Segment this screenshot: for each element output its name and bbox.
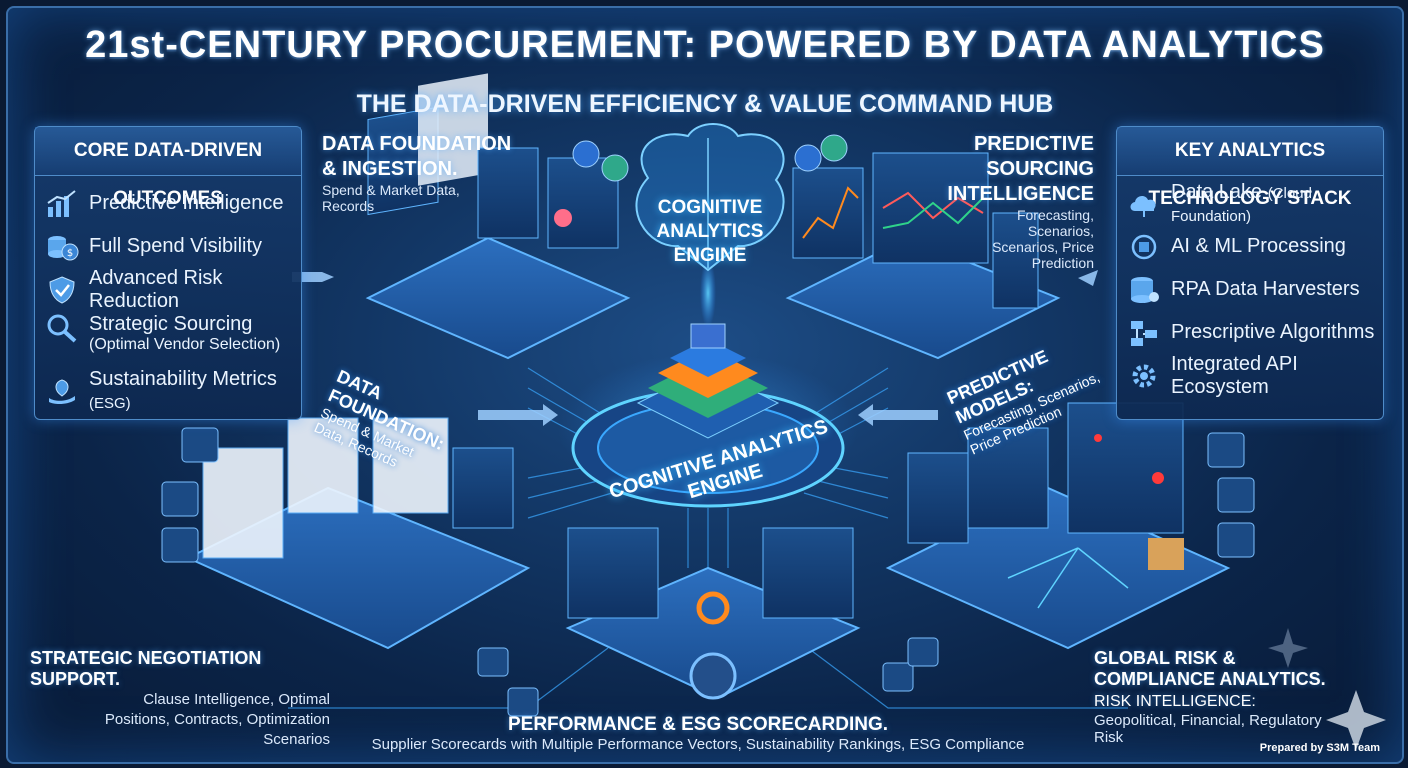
star-watermark [1326,690,1386,750]
stack-label: AI & ML Processing [1171,235,1346,257]
stack-note: (Cloud Foundation) [1171,184,1312,225]
negotiation-title: STRATEGIC NEGOTIATION SUPPORT. [30,648,262,689]
data-foundation-label: DATA FOUNDATION & INGESTION. Spend & Mar… [322,132,512,214]
gear-icon [1132,364,1156,387]
outcome-item: Advanced Risk Reduction [35,266,301,312]
risk-platform [885,402,1255,650]
outcome-label: Predictive Intelligence [89,192,284,214]
outcome-label: Sustainability Metrics [89,367,277,390]
outcome-item: $ Full Spend Visibility [35,225,301,268]
svg-text:$: $ [67,248,73,259]
analytics-engine [558,123,858,508]
background-illustration [161,73,1386,750]
stack-item: Data Lake (Cloud Foundation) [1117,180,1383,225]
stack-item: Integrated API Ecosystem [1117,352,1383,398]
risk-desc: Geopolitical, Financial, Regulatory Risk [1094,712,1322,746]
negotiation-desc: Clause Intelligence, Optimal Positions, … [104,691,330,748]
performance-title: PERFORMANCE & ESG SCORECARDING. [507,714,889,735]
data-foundation-desc: Spend & Market Data, Records [322,182,460,214]
leaf-hand-icon [49,378,75,404]
data-foundation-platform [365,73,631,360]
shield-icon [49,275,75,304]
cloud-icon [1130,195,1156,217]
outcome-item: Sustainability Metrics (ESG) [35,367,301,412]
performance-desc: Supplier Scorecards with Multiple Perfor… [371,736,1025,753]
risk-title-line: GLOBAL RISK & COMPLIANCE ANALYTICS. RISK… [1094,648,1346,712]
coins-icon: $ [48,235,79,260]
risk-title-suffix: RISK INTELLIGENCE: [1094,693,1256,710]
brain-engine-label: COGNITIVE ANALYTICS ENGINE [656,197,764,266]
predictive-sourcing-desc: Forecasting, Scenarios, Scenarios, Price… [992,207,1094,271]
stack-item: RPA Data Harvesters [1117,268,1383,311]
stack-panel: KEY ANALYTICS TECHNOLOGY STACK Data Lake… [1116,126,1384,420]
outcome-label: Advanced Risk Reduction [89,266,223,312]
flowchart-icon [1131,320,1157,346]
stack-heading: KEY ANALYTICS TECHNOLOGY STACK [1117,127,1383,209]
predictive-sourcing-title: PREDICTIVE SOURCING INTELLIGENCE [947,133,1094,205]
risk-label: GLOBAL RISK & COMPLIANCE ANALYTICS. RISK… [1094,648,1346,746]
negotiation-platform [161,417,531,650]
performance-label: PERFORMANCE & ESG SCORECARDING. Supplier… [348,714,1048,753]
brain-chip-icon [1131,234,1157,259]
flow-arrows [292,270,1098,426]
stack-label: Integrated API Ecosystem [1171,352,1298,398]
infographic-frame: 21st-CENTURY PROCUREMENT: POWERED BY DAT… [6,6,1404,764]
stack-label: RPA Data Harvesters [1171,278,1360,300]
sub-title: THE DATA-DRIVEN EFFICIENCY & VALUE COMMA… [356,90,1054,118]
bar-chart-icon [47,189,76,217]
outcome-item: Predictive Intelligence [35,182,301,225]
stack-item: AI & ML Processing [1117,225,1383,268]
credit-text: Prepared by S3M Team [1259,742,1380,754]
stack-item: Prescriptive Algorithms [1117,311,1383,354]
outcomes-heading: CORE DATA-DRIVEN OUTCOMES [35,127,301,209]
database-icon [1131,276,1159,303]
performance-platform [477,527,939,717]
data-foundation-title: DATA FOUNDATION & INGESTION. [322,133,512,180]
predictive-sourcing-label: PREDICTIVE SOURCING INTELLIGENCE Forecas… [898,132,1094,271]
stack-label: Prescriptive Algorithms [1171,321,1375,343]
outcome-label: Full Spend Visibility [89,235,263,257]
predictive-platform [785,134,1061,360]
magnifier-icon [47,314,77,343]
main-title: 21st-CENTURY PROCUREMENT: POWERED BY DAT… [85,24,1325,66]
outcome-label: Strategic Sourcing [89,313,253,335]
outcome-note: (Optimal Vendor Selection) [89,336,281,353]
outcome-note: (ESG) [89,394,131,412]
negotiation-label: STRATEGIC NEGOTIATION SUPPORT. Clause In… [30,648,330,750]
outcomes-panel: CORE DATA-DRIVEN OUTCOMES Predictive Int… [34,126,302,420]
risk-title: GLOBAL RISK & COMPLIANCE ANALYTICS. [1094,648,1326,689]
stack-label: Data Lake [1171,180,1263,203]
outcome-item: Strategic Sourcing (Optimal Vendor Selec… [35,311,301,369]
